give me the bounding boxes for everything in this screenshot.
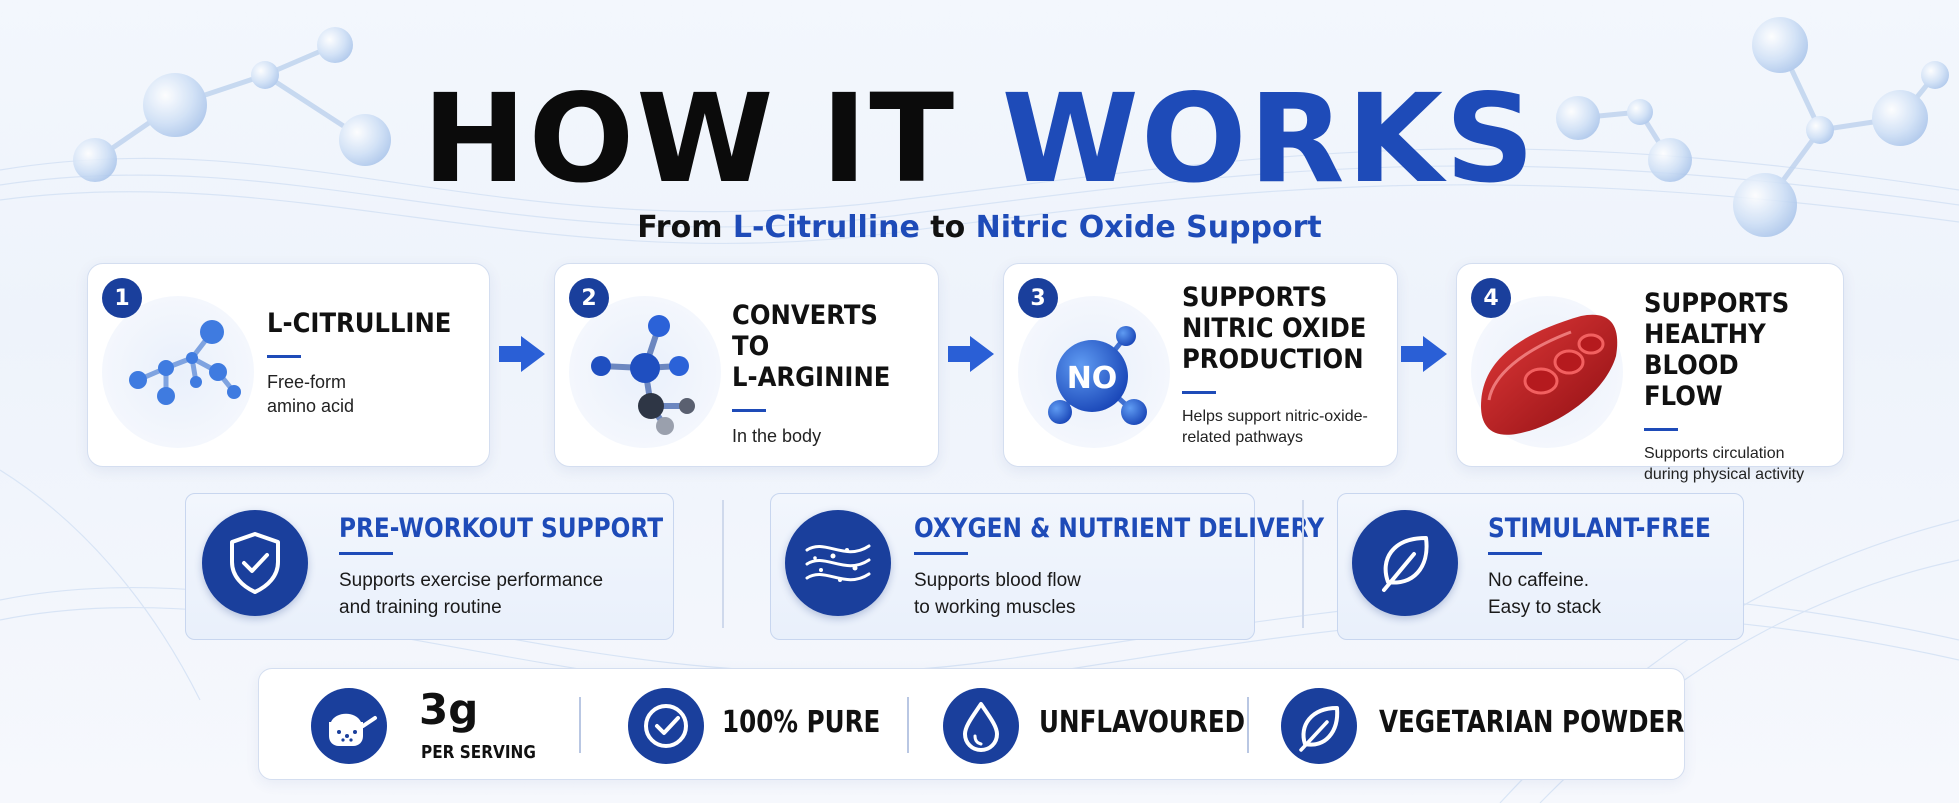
feature-pure: 100% PURE [722, 705, 881, 740]
step-title: CONVERTS TO L-ARGININE [732, 300, 891, 393]
serving-unit: PER SERVING [421, 742, 536, 763]
benefit-card-stimulant-free: STIMULANT-FREE No caffeine. Easy to stac… [1337, 493, 1744, 640]
subtitle-l-citrulline: L-Citrulline [732, 210, 920, 245]
step-card-2: 2 CONVERTS TO L-ARGININE In the body [554, 263, 939, 467]
feature-vegetarian: VEGETARIAN POWDER [1379, 705, 1685, 740]
step-description: Free-form amino acid [267, 372, 355, 416]
title-part-blue: WORKS [1001, 68, 1537, 210]
benefit-card-oxygen: OXYGEN & NUTRIENT DELIVERY Supports bloo… [770, 493, 1324, 640]
arrow-right-icon [499, 336, 545, 372]
droplet-icon [943, 688, 1019, 764]
benefit-card-pre-workout: PRE-WORKOUT SUPPORT Supports exercise pe… [185, 493, 674, 640]
benefit-divider [1488, 552, 1542, 555]
divider [907, 697, 909, 753]
benefit-divider [339, 552, 393, 555]
benefit-title: STIMULANT-FREE [1488, 513, 1711, 544]
divider [1247, 697, 1249, 753]
subtitle-from: From [637, 210, 733, 245]
page-subtitle: From L-Citrulline to Nitric Oxide Suppor… [0, 210, 1959, 245]
divider [722, 500, 724, 628]
no-molecule-icon: NO [1018, 296, 1170, 448]
step-description: Supports circulation during physical act… [1644, 445, 1805, 483]
decor-molecule-left [73, 27, 391, 182]
divider [579, 697, 581, 753]
leaf-icon [1281, 688, 1357, 764]
step-divider [267, 355, 301, 358]
title-part-dark: HOW IT [422, 68, 957, 210]
subtitle-to: to [919, 210, 976, 245]
step-divider [732, 409, 766, 412]
step-number-badge: 1 [102, 278, 142, 318]
check-circle-icon [628, 688, 704, 764]
scoop-icon [311, 688, 387, 764]
step-title: SUPPORTS NITRIC OXIDE PRODUCTION [1182, 282, 1367, 375]
blood-vessel-icon [1471, 296, 1623, 448]
feature-unflavoured: UNFLAVOURED [1039, 705, 1246, 740]
step-number-badge: 3 [1018, 278, 1058, 318]
step-title: L-CITRULLINE [267, 308, 452, 339]
flow-lines-icon [785, 510, 891, 616]
molecule-icon [569, 296, 721, 448]
molecule-icon [102, 296, 254, 448]
arrow-right-icon [948, 336, 994, 372]
step-description: Helps support nitric-oxide- related path… [1182, 408, 1368, 446]
shield-check-icon [202, 510, 308, 616]
benefit-description: No caffeine. Easy to stack [1488, 570, 1601, 618]
benefit-description: Supports exercise performance and traini… [339, 570, 604, 618]
benefit-title: OXYGEN & NUTRIENT DELIVERY [914, 513, 1325, 544]
step-divider [1182, 391, 1216, 394]
step-description: In the body [732, 426, 822, 446]
benefit-title: PRE-WORKOUT SUPPORT [339, 513, 664, 544]
benefit-divider [914, 552, 968, 555]
step-number-badge: 4 [1471, 278, 1511, 318]
feature-bar: 3g PER SERVING 100% PURE UNFLAVOURED [258, 668, 1685, 780]
arrow-right-icon [1401, 336, 1447, 372]
no-label: NO [1067, 361, 1118, 396]
step-card-4: 4 SUPPORTS HEALTHY BLOOD FLOW Supports c… [1456, 263, 1844, 483]
subtitle-nitric-oxide: Nitric Oxide Support [975, 210, 1322, 245]
serving-value: 3g [419, 685, 479, 734]
step-divider [1644, 428, 1678, 431]
leaf-icon [1352, 510, 1458, 616]
decor-molecule-right [1556, 17, 1949, 237]
step-title: SUPPORTS HEALTHY BLOOD FLOW [1644, 288, 1790, 412]
page-title: HOW IT WORKS [0, 78, 1959, 200]
benefit-description: Supports blood flow to working muscles [914, 570, 1081, 618]
divider [1302, 500, 1304, 628]
step-number-badge: 2 [569, 278, 609, 318]
step-card-1: 1 L-CITRULLINE Free-form amino acid [87, 263, 490, 467]
step-card-3: NO 3 SUPPORTS NITRIC OXIDE PRODUCTION He… [1003, 263, 1398, 467]
